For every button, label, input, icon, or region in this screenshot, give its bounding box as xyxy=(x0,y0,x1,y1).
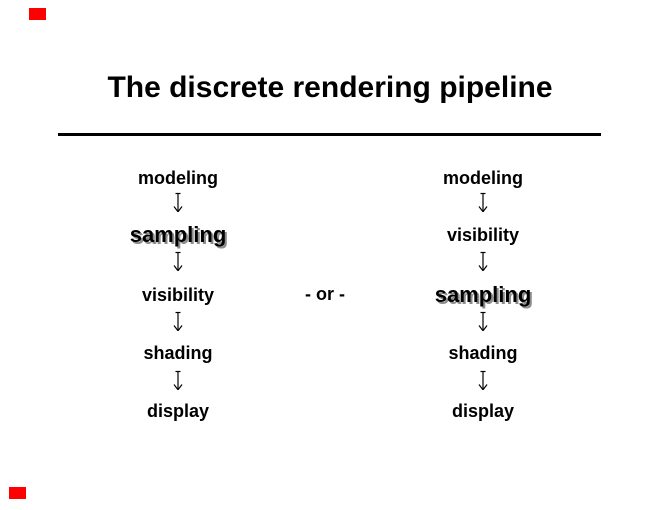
pipeline-stage: display xyxy=(146,401,210,421)
or-separator: - or - xyxy=(305,284,345,304)
pipeline-column-left: modeling sampling visibility xyxy=(68,0,288,510)
pipeline-stage: modeling xyxy=(138,168,218,188)
down-arrow-icon xyxy=(68,367,288,395)
pipeline-column-right: modeling visibility sampling xyxy=(373,0,593,510)
pipeline-stage: sampling xyxy=(129,222,227,247)
pipeline-stage: visibility xyxy=(141,285,215,305)
down-arrow-icon xyxy=(373,248,593,276)
down-arrow-icon xyxy=(68,248,288,276)
pipeline-stage: shading xyxy=(448,343,518,363)
down-arrow-icon xyxy=(68,189,288,217)
pipeline-stage: modeling xyxy=(443,168,523,188)
pipeline-stage: visibility xyxy=(446,225,520,245)
down-arrow-icon xyxy=(373,189,593,217)
title-underline xyxy=(58,133,601,136)
down-arrow-icon xyxy=(373,308,593,336)
pipeline-stage: shading xyxy=(143,343,213,363)
page-title: The discrete rendering pipeline xyxy=(107,71,553,104)
pipeline-stage: display xyxy=(451,401,515,421)
pipeline-stage: sampling xyxy=(434,282,532,307)
down-arrow-icon xyxy=(68,308,288,336)
red-corner-marker-top-left xyxy=(29,8,46,20)
red-corner-marker-bottom-left xyxy=(9,487,26,499)
down-arrow-icon xyxy=(373,367,593,395)
